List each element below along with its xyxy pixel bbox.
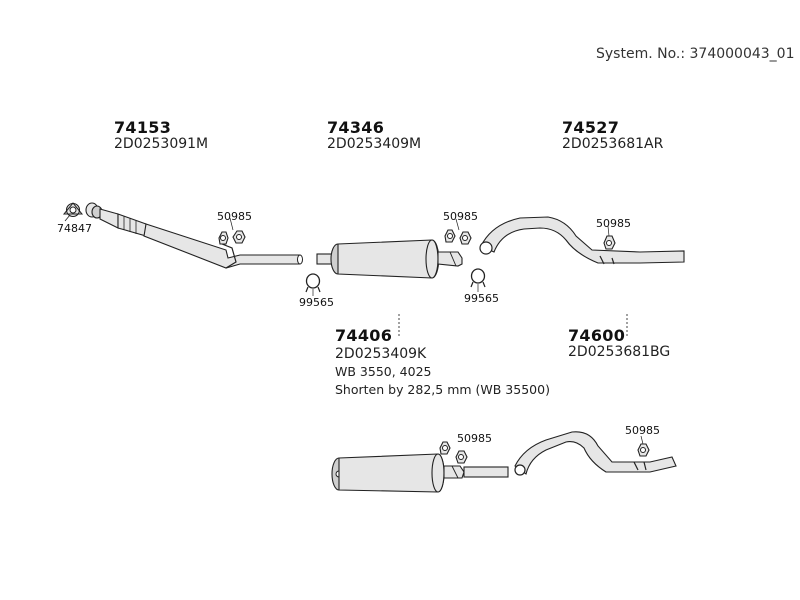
callout-50985-top-right: 50985 [596, 217, 631, 230]
part-number-74527: 74527 [562, 118, 620, 137]
center-muffler-74346 [316, 239, 463, 279]
front-pipe-74153 [85, 202, 303, 269]
clamp-99565-left [305, 273, 321, 296]
tail-pipe-74527 [479, 216, 685, 265]
callout-99565-right: 99565 [464, 292, 499, 305]
part-code-74527: 2D0253681AR [562, 136, 664, 152]
gasket-74847 [62, 202, 84, 222]
part-note-shorten-74406: Shorten by 282,5 mm (WB 35500) [335, 382, 550, 397]
hanger-50985-top-right [603, 225, 616, 250]
callout-50985-bottom-right: 50985 [625, 424, 660, 437]
part-note-wb-74406: WB 3550, 4025 [335, 364, 432, 379]
callout-50985-bottom-mid: 50985 [457, 432, 492, 445]
part-code-74406: 2D0253409K [335, 346, 427, 362]
part-number-74600: 74600 [568, 326, 626, 345]
hanger-50985-bottom-right [637, 435, 650, 457]
hanger-50985-bottom-mid [439, 441, 468, 464]
clamp-99565-right [470, 268, 486, 292]
part-code-74153: 2D0253091M [114, 136, 209, 152]
hanger-50985-top-left [218, 217, 246, 245]
part-code-74600: 2D0253681BG [568, 344, 671, 360]
tail-pipe-74600 [514, 431, 677, 476]
part-code-74346: 2D0253409M [327, 136, 422, 152]
part-number-74153: 74153 [114, 118, 172, 137]
rear-muffler-74406 [331, 453, 509, 493]
hanger-50985-top-mid [444, 218, 472, 245]
callout-74847: 74847 [57, 222, 92, 235]
system-number: System. No.: 374000043_01 [596, 46, 795, 62]
callout-50985-top-mid: 50985 [443, 210, 478, 223]
part-number-74346: 74346 [327, 118, 385, 137]
part-number-74406: 74406 [335, 326, 393, 345]
callout-99565-left: 99565 [299, 296, 334, 309]
callout-50985-top-left: 50985 [217, 210, 252, 223]
